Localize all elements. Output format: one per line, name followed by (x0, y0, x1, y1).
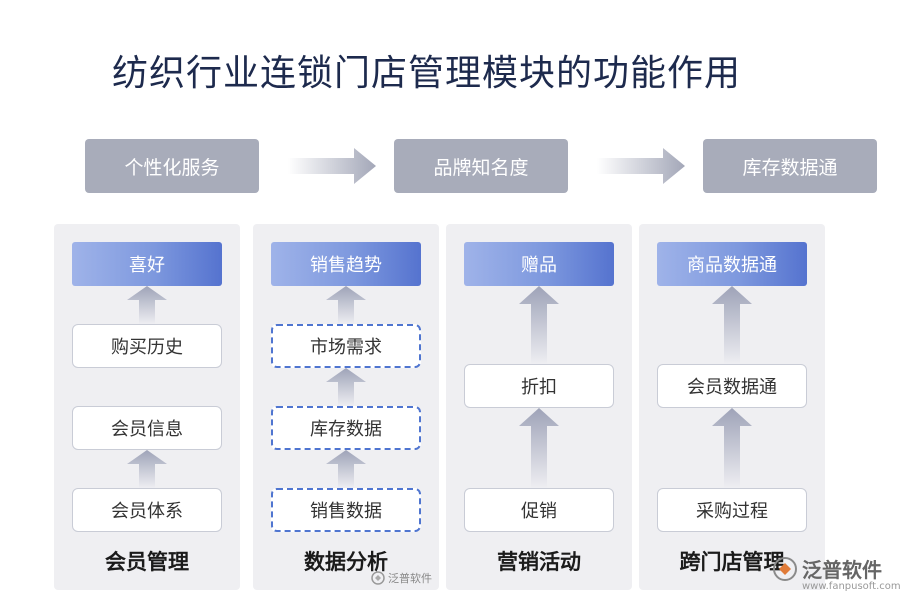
panel-marketing: 赠品 折扣 促销 营销活动 (446, 224, 632, 590)
right-arrow-icon (597, 148, 685, 184)
watermark-small: 泛普软件 (371, 570, 432, 586)
column-item: 市场需求 (271, 324, 421, 368)
up-arrow-icon (326, 286, 366, 324)
up-arrow-icon (519, 408, 559, 488)
brand-logo-icon (371, 571, 385, 585)
column-item: 折扣 (464, 364, 614, 408)
column-header: 商品数据通 (657, 242, 807, 286)
column-item: 会员数据通 (657, 364, 807, 408)
up-arrow-icon (127, 450, 167, 488)
column-item: 采购过程 (657, 488, 807, 532)
panel-member-management: 喜好 购买历史 会员信息 会员体系 会员管理 (54, 224, 240, 590)
column-item: 购买历史 (72, 324, 222, 368)
right-arrow-icon (288, 148, 376, 184)
panel-cross-store: 商品数据通 会员数据通 采购过程 跨门店管理 (639, 224, 825, 590)
column-label: 营销活动 (497, 549, 581, 574)
column-item: 会员信息 (72, 406, 222, 450)
column-item: 会员体系 (72, 488, 222, 532)
column-item: 促销 (464, 488, 614, 532)
column-item: 库存数据 (271, 406, 421, 450)
up-arrow-icon (712, 408, 752, 488)
column-header: 赠品 (464, 242, 614, 286)
panel-data-analysis: 销售趋势 市场需求 库存数据 销售数据 数据分析 泛普软件 (253, 224, 439, 590)
up-arrow-icon (326, 368, 366, 406)
up-arrow-icon (519, 286, 559, 364)
flow-box-2: 品牌知名度 (394, 139, 568, 193)
brand-logo-icon (773, 556, 797, 581)
up-arrow-icon (127, 286, 167, 324)
watermark-brand-text: 泛普软件 (802, 558, 882, 582)
page-title: 纺织行业连锁门店管理模块的功能作用 (112, 53, 742, 94)
column-label: 跨门店管理 (679, 549, 785, 574)
column-header: 喜好 (72, 242, 222, 286)
watermark-url: www.fanpusoft.com (802, 581, 900, 592)
column-label: 会员管理 (105, 549, 189, 574)
watermark-brand: 泛普软件 www.fanpusoft.com (772, 554, 900, 592)
column-label: 数据分析 (304, 549, 388, 574)
up-arrow-icon (712, 286, 752, 364)
column-header: 销售趋势 (271, 242, 421, 286)
up-arrow-icon (326, 450, 366, 488)
flow-box-1: 个性化服务 (85, 139, 259, 193)
column-item: 销售数据 (271, 488, 421, 532)
watermark-small-text: 泛普软件 (388, 572, 432, 585)
flow-box-3: 库存数据通 (703, 139, 877, 193)
